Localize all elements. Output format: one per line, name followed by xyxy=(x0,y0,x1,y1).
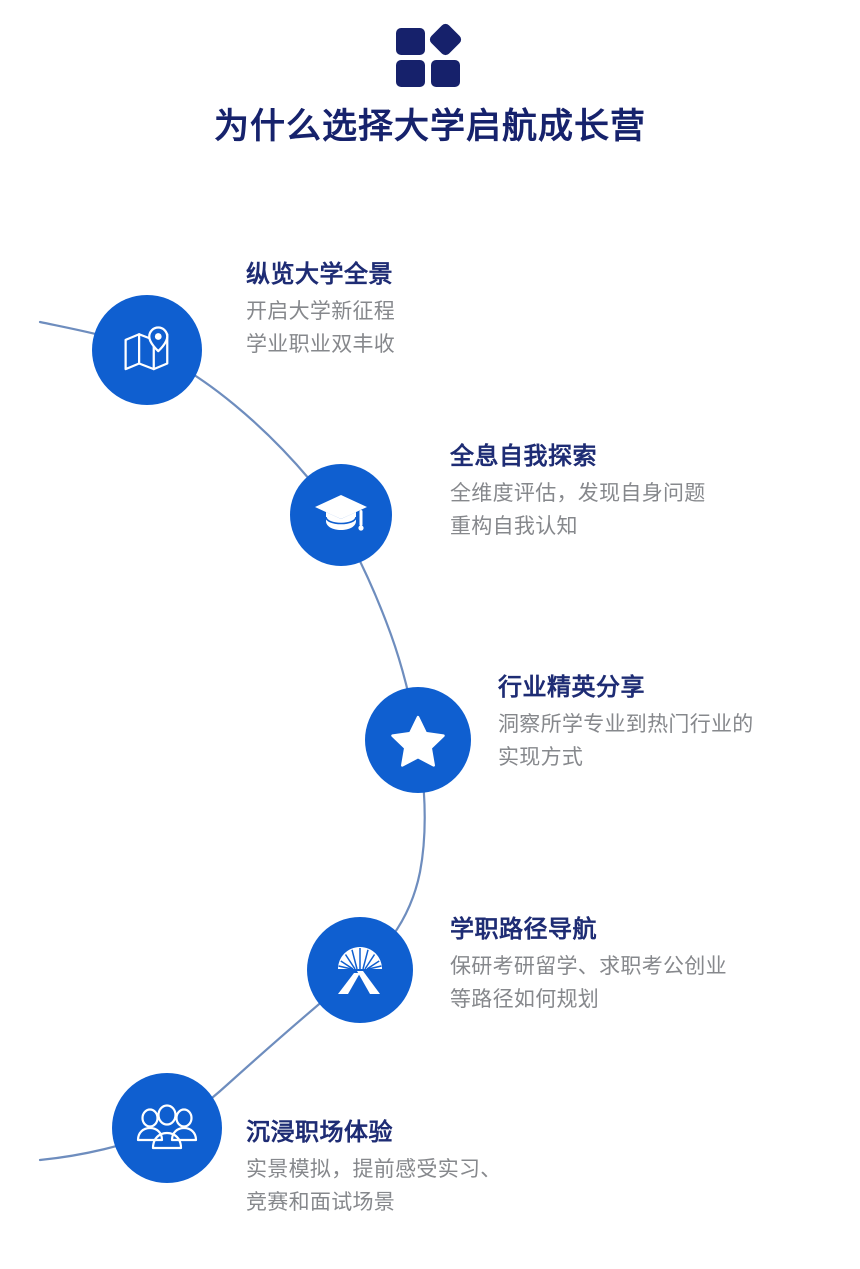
journey-entry-3-text: 行业精英分享 洞察所学专业到热门行业的 实现方式 xyxy=(498,671,754,774)
map-pin-icon xyxy=(120,323,174,377)
journey-entry-1-title: 纵览大学全景 xyxy=(246,261,393,288)
journey-node-2[interactable] xyxy=(290,464,392,566)
journey-node-4[interactable] xyxy=(307,917,413,1023)
journey-entry-2-title: 全息自我探索 xyxy=(450,443,597,470)
graduation-cap-icon xyxy=(313,487,369,543)
journey-entry-3-title: 行业精英分享 xyxy=(498,674,645,701)
people-group-icon xyxy=(136,1104,198,1152)
four-squares-logo-icon xyxy=(394,21,466,87)
logo-square-bottom-left xyxy=(396,60,425,87)
journey-entry-1-text: 纵览大学全景 开启大学新征程 学业职业双丰收 xyxy=(246,258,395,361)
journey-entry-5-title: 沉浸职场体验 xyxy=(246,1119,393,1146)
star-icon xyxy=(391,713,445,767)
journey-node-5[interactable] xyxy=(112,1073,222,1183)
logo-square-bottom-right xyxy=(431,60,460,87)
journey-entry-3-desc: 洞察所学专业到热门行业的 实现方式 xyxy=(498,713,754,769)
journey-entry-2-text: 全息自我探索 全维度评估，发现自身问题 重构自我认知 xyxy=(450,440,706,543)
road-sunrise-icon xyxy=(330,941,390,999)
journey-entry-1-desc: 开启大学新征程 学业职业双丰收 xyxy=(246,300,396,356)
journey-entry-5-text: 沉浸职场体验 实景模拟，提前感受实习、 竞赛和面试场景 xyxy=(246,1116,502,1219)
page-title: 为什么选择大学启航成长营 xyxy=(213,107,646,146)
journey-entry-4-desc: 保研考研留学、求职考公创业 等路径如何规划 xyxy=(450,955,727,1011)
brand-logo xyxy=(0,18,860,88)
journey-entry-4-title: 学职路径导航 xyxy=(450,916,597,943)
journey-node-1[interactable] xyxy=(92,295,202,405)
journey-entry-4-text: 学职路径导航 保研考研留学、求职考公创业 等路径如何规划 xyxy=(450,913,727,1016)
journey-entry-5-desc: 实景模拟，提前感受实习、 竞赛和面试场景 xyxy=(246,1158,502,1214)
journey-node-3[interactable] xyxy=(365,687,471,793)
journey-entry-2-desc: 全维度评估，发现自身问题 重构自我认知 xyxy=(450,482,706,538)
logo-square-top-left xyxy=(396,28,425,55)
